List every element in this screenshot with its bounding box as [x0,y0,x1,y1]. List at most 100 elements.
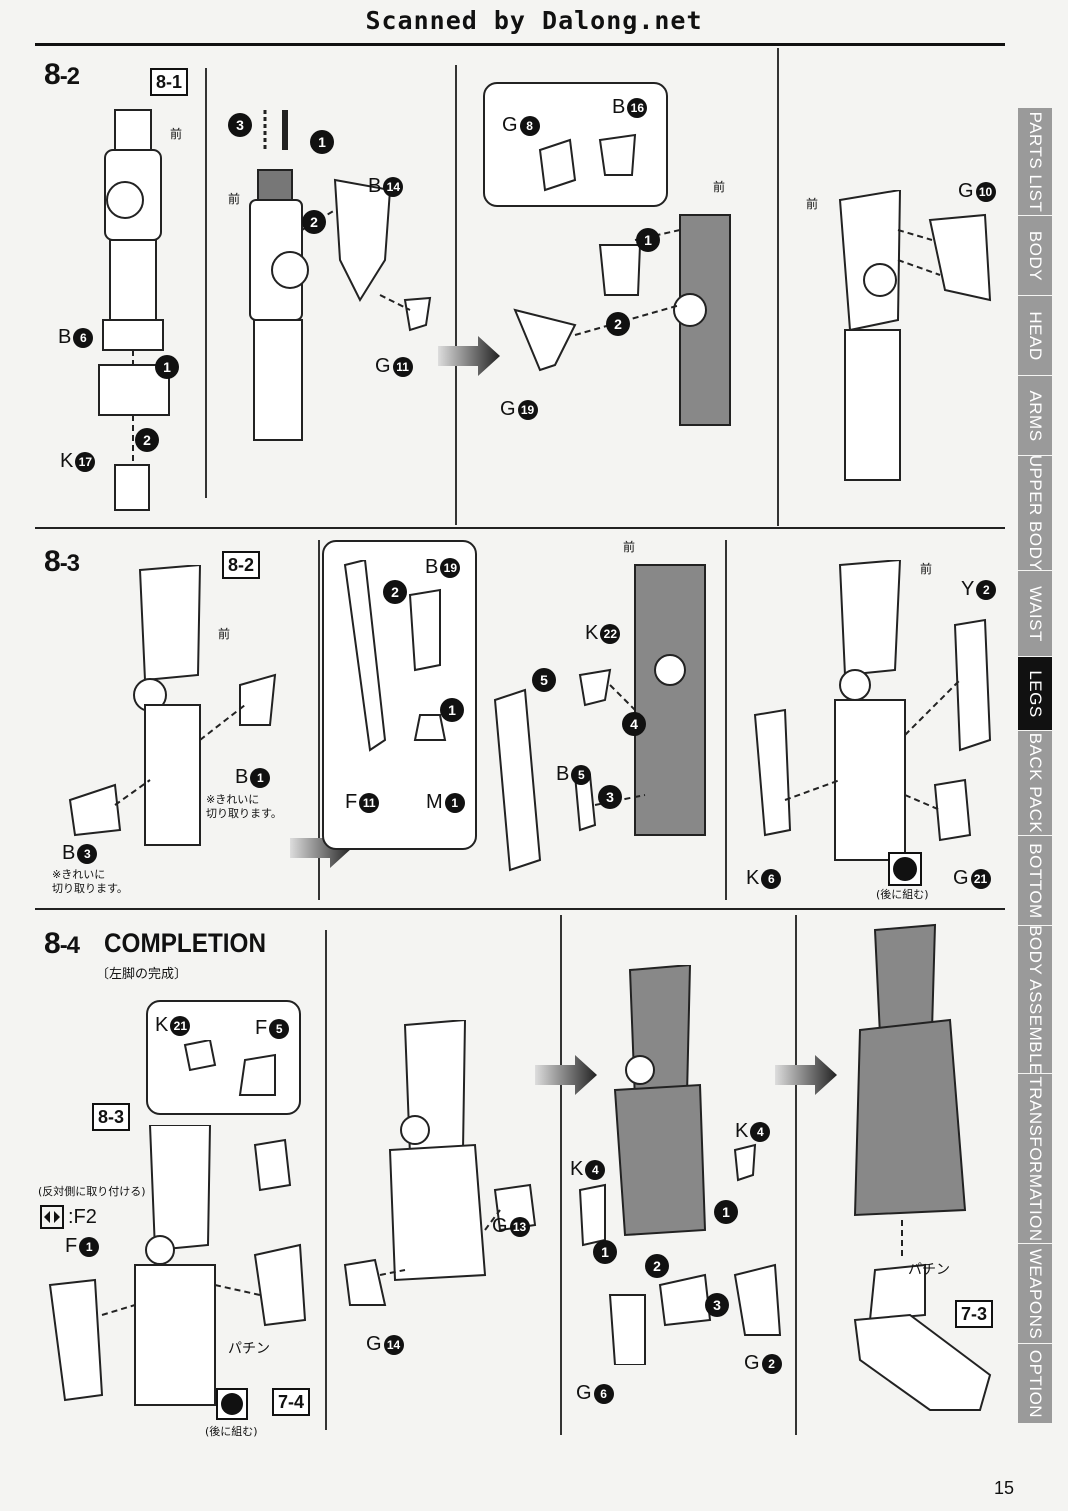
step-number: 8-3 [44,545,80,578]
scan-header: Scanned by Dalong.net [0,0,1068,40]
later-assemble-icon [216,1388,248,1420]
scan-credit: Scanned by Dalong.net [365,6,703,35]
tab-bottom[interactable]: BOTTOM [1018,836,1052,926]
section-divider [35,908,1005,910]
reference-box: 7-3 [955,1300,994,1328]
flow-arrow [535,1055,597,1095]
mirror-icon [40,1205,64,1229]
later-assemble-label: (後に組む) [205,1425,258,1438]
completed-leg-drawing [853,923,992,1411]
tab-body[interactable]: BODY [1018,216,1052,296]
panel-divider [455,65,457,525]
panel-divider [325,930,327,1430]
step-bullet-2: 2 [383,580,407,604]
later-assemble-label: (後に組む) [876,888,929,901]
front-direction-label: 前 [806,197,819,211]
reference-box: 8-2 [222,551,261,579]
step-bullet-3: 3 [228,113,252,137]
tab-upper-body[interactable]: UPPER BODY [1018,456,1052,571]
leg-assembly-drawing [249,110,432,441]
tab-weapons[interactable]: WEAPONS [1018,1244,1052,1344]
tab-head[interactable]: HEAD [1018,296,1052,376]
click-sound: パチン [908,1262,950,1278]
step-number: 8-2 [44,58,80,91]
small-parts-drawing [183,1040,276,1096]
cut-note: ※きれいに切り取ります。 [206,793,282,820]
step-bullet-3: 3 [705,1293,729,1317]
step-bullet-2: 2 [606,312,630,336]
step-bullet-2: 2 [302,210,326,234]
click-sound: パチン [228,1341,270,1357]
completion-title: COMPLETION [104,928,266,958]
tab-legs[interactable]: LEGS [1018,657,1052,731]
tab-option[interactable]: OPTION [1018,1344,1052,1424]
front-direction-label: 前 [920,562,933,576]
section-divider [35,527,1005,529]
later-assemble-icon [888,852,922,886]
leg-armor-assembly-drawing [753,560,992,861]
leg-heel-assembly-drawing [578,965,782,1365]
panel-divider [725,540,727,900]
step-bullet-3: 3 [598,785,622,809]
tab-parts-list[interactable]: PARTS LIST [1018,108,1052,216]
leg-armor-drawing [513,133,731,426]
step-bullet-2: 2 [135,428,159,452]
step-bullet-1: 1 [714,1200,738,1224]
leg-thruster-drawing [493,564,706,872]
tab-body-assemble[interactable]: BODY ASSEMBLE [1018,926,1052,1074]
opposite-side-note: (反対側に取り付ける) [38,1185,146,1198]
step-bullet-1: 1 [155,355,179,379]
panel-divider [205,68,207,498]
flow-arrow [438,336,500,376]
step-bullet-2: 2 [645,1254,669,1278]
reference-box: 8-3 [92,1103,131,1131]
top-rule [35,43,1005,46]
tab-arms[interactable]: ARMS [1018,376,1052,456]
tab-waist[interactable]: WAIST [1018,571,1052,657]
leg-completion-drawing [48,1125,307,1406]
leg-frame-drawing [98,109,170,511]
tab-back-pack[interactable]: BACK PACK [1018,731,1052,836]
section-index-tabs: PARTS LIST BODY HEAD ARMS UPPER BODY WAI… [1018,108,1052,1424]
step-bullet-5: 5 [532,668,556,692]
leg-side-armor-drawing [343,1020,537,1306]
step-bullet-1: 1 [310,130,334,154]
panel-divider [560,915,562,1435]
thruster-detail-drawing [343,560,447,752]
front-direction-label: 前 [170,127,183,141]
step-bullet-1: 1 [440,698,464,722]
tab-transformation[interactable]: TRANSFORMATION [1018,1074,1052,1244]
reference-box: 7-4 [272,1388,311,1416]
front-direction-label: 前 [623,540,636,554]
step-bullet-1: 1 [593,1240,617,1264]
reference-box: 8-1 [150,68,189,96]
panel-divider [795,915,797,1435]
flow-arrow [775,1055,837,1095]
step-bullet-1: 1 [636,228,660,252]
cut-note: ※きれいに切り取ります。 [52,868,128,895]
